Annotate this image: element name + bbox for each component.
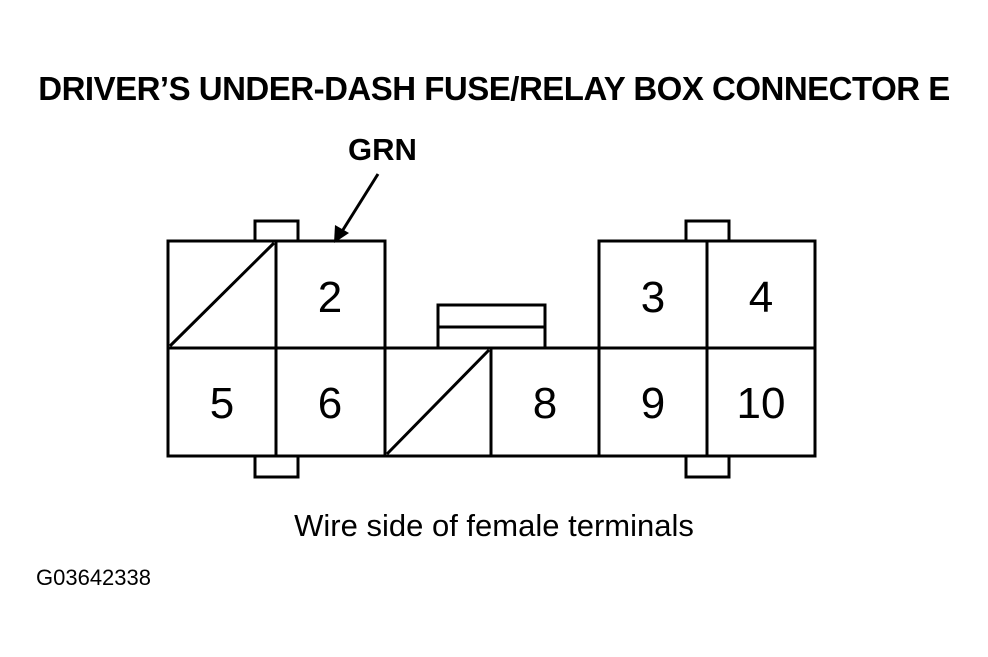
wire-color-leader [339, 173, 380, 234]
top-right-tab [684, 219, 731, 243]
terminal-5: 5 [210, 379, 234, 428]
terminal-2: 2 [318, 273, 342, 322]
diagram-caption: Wire side of female terminals [294, 508, 694, 543]
top-left-tab [253, 219, 300, 243]
figure-id: G03642338 [36, 565, 151, 590]
terminal-8: 8 [533, 379, 557, 428]
terminal-6: 6 [318, 379, 342, 428]
empty-cavity-1-slash [168, 241, 276, 348]
arrowhead-icon [334, 225, 349, 243]
terminal-9: 9 [641, 379, 665, 428]
terminal-3: 3 [641, 273, 665, 322]
bottom-left-tab [253, 454, 300, 479]
bottom-right-tab [684, 454, 731, 479]
terminal-10: 10 [737, 379, 786, 428]
terminal-4: 4 [749, 273, 773, 322]
connector-title: DRIVER’S UNDER-DASH FUSE/RELAY BOX CONNE… [38, 70, 950, 107]
wire-color-label: GRN [348, 132, 417, 167]
empty-cavity-7-slash [385, 348, 491, 456]
